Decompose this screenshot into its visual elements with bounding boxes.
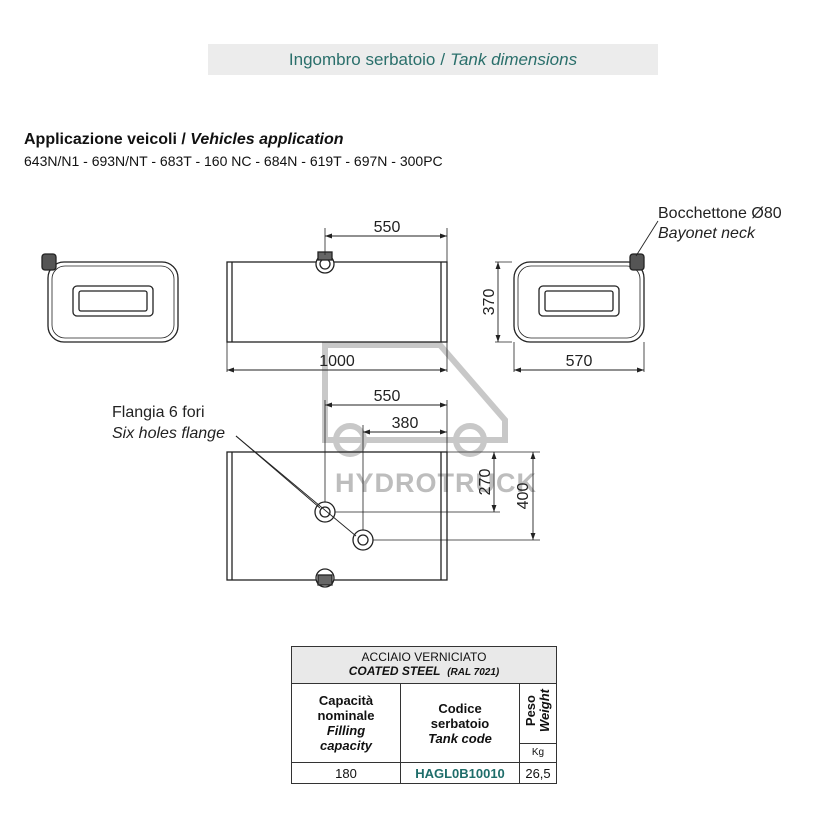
weight-value: 26,5 xyxy=(519,762,557,784)
title-italian: Ingombro serbatoio xyxy=(288,49,436,69)
capacity-column-header: Capacità nominale Filling capacity xyxy=(291,683,401,763)
weight-unit: Kg xyxy=(519,742,557,764)
left-end-view xyxy=(41,253,179,343)
weight-it: Peso xyxy=(523,695,538,727)
dim-top-length: 550 xyxy=(374,219,401,236)
dimension-lines xyxy=(227,233,644,540)
vehicle-models: 643N/N1 - 693N/NT - 683T - 160 NC - 684N… xyxy=(24,153,443,169)
capacity-en-line2: capacity xyxy=(319,738,373,753)
dim-depth: 570 xyxy=(566,353,593,370)
code-column-header: Codice serbatoio Tank code xyxy=(400,683,520,763)
page-title: Ingombro serbatoio / Tank dimensions xyxy=(208,44,658,75)
material-italian: ACCIAIO VERNICIATO xyxy=(361,650,487,664)
capacity-en-line1: Filling xyxy=(326,723,366,738)
dim-flange-550: 550 xyxy=(374,388,401,405)
right-end-view xyxy=(513,253,645,343)
title-english: Tank dimensions xyxy=(450,49,578,69)
dim-flange-400: 400 xyxy=(515,483,532,510)
code-en: Tank code xyxy=(428,730,492,746)
application-heading: Applicazione veicoli / Vehicles applicat… xyxy=(24,131,344,149)
application-english: Vehicles application xyxy=(190,131,344,148)
application-italian: Applicazione veicoli xyxy=(24,131,177,148)
tank-code-value: HAGL0B10010 xyxy=(400,762,520,784)
title-separator: / xyxy=(440,49,446,69)
application-separator: / xyxy=(181,131,186,148)
flange-label-english: Six holes flange xyxy=(112,425,225,442)
neck-label-english: Bayonet neck xyxy=(658,225,756,242)
spec-table: ACCIAIO VERNICIATO COATED STEEL (RAL 702… xyxy=(291,646,557,784)
capacity-it-line2: nominale xyxy=(317,708,375,723)
extension-lines xyxy=(226,228,645,541)
dim-total-length: 1000 xyxy=(319,353,355,370)
code-it-line1: Codice xyxy=(438,700,482,716)
material-english: COATED STEEL xyxy=(348,664,441,678)
flange-label-italian: Flangia 6 fori xyxy=(112,404,205,421)
code-it-line2: serbatoio xyxy=(430,715,490,731)
material-header: ACCIAIO VERNICIATO COATED STEEL (RAL 702… xyxy=(291,646,557,684)
capacity-it-line1: Capacità xyxy=(318,693,374,708)
dim-flange-380: 380 xyxy=(392,415,419,432)
dim-flange-270: 270 xyxy=(477,469,494,496)
watermark-text: HYDROTRUCK xyxy=(335,468,537,498)
capacity-value: 180 xyxy=(291,762,401,784)
leader-lines xyxy=(235,220,659,537)
weight-en: Weight xyxy=(537,689,552,733)
neck-label-italian: Bocchettone Ø80 xyxy=(658,205,782,222)
ral-code: (RAL 7021) xyxy=(447,667,500,678)
dim-height: 370 xyxy=(481,289,498,316)
side-view xyxy=(226,251,448,343)
